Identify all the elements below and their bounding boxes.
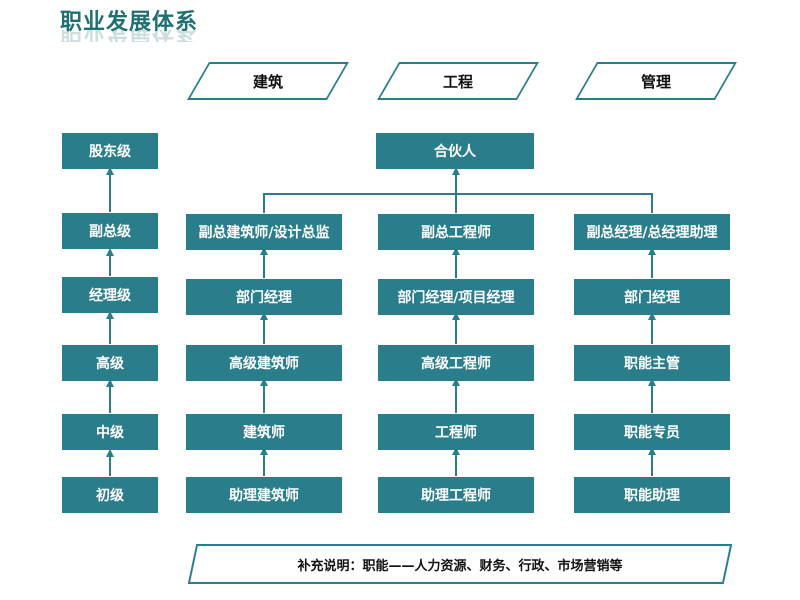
- category-engineering: 工程: [377, 62, 539, 100]
- level-intermediate: 中级: [62, 414, 158, 450]
- level-manager: 经理级: [62, 277, 158, 313]
- connector-bar: [263, 193, 653, 213]
- level-junior: 初级: [62, 477, 158, 513]
- page-title: 职业发展体系: [60, 10, 199, 35]
- mgmt-dept-manager: 部门经理: [574, 279, 730, 315]
- partner-box: 合伙人: [376, 133, 534, 169]
- supplementary-note-text: 补充说明：职能——人力资源、财务、行政、市场营销等: [297, 558, 623, 574]
- eng-vp-engineer: 副总工程师: [378, 214, 534, 250]
- arch-vp-designer: 副总建筑师/设计总监: [186, 214, 342, 250]
- eng-engineer: 工程师: [378, 414, 534, 450]
- category-architecture: 建筑: [187, 62, 349, 100]
- level-shareholder: 股东级: [62, 133, 158, 169]
- category-management: 管理: [575, 62, 737, 100]
- eng-dept-project-manager: 部门经理/项目经理: [378, 279, 534, 315]
- arch-senior-architect: 高级建筑师: [186, 345, 342, 381]
- level-senior: 高级: [62, 345, 158, 381]
- mgmt-vp-assistant: 副总经理/总经理助理: [574, 214, 730, 250]
- level-vice-president: 副总级: [62, 213, 158, 249]
- mgmt-functional-supervisor: 职能主管: [574, 345, 730, 381]
- eng-assistant-engineer: 助理工程师: [378, 477, 534, 513]
- arch-dept-manager: 部门经理: [186, 279, 342, 315]
- category-architecture-label: 建筑: [252, 72, 283, 91]
- category-management-label: 管理: [640, 72, 671, 91]
- mgmt-functional-specialist: 职能专员: [574, 414, 730, 450]
- mgmt-functional-assistant: 职能助理: [574, 477, 730, 513]
- arch-assistant-architect: 助理建筑师: [186, 477, 342, 513]
- arch-architect: 建筑师: [186, 414, 342, 450]
- category-engineering-label: 工程: [442, 72, 473, 91]
- eng-senior-engineer: 高级工程师: [378, 345, 534, 381]
- supplementary-note: 补充说明：职能——人力资源、财务、行政、市场营销等: [187, 544, 733, 584]
